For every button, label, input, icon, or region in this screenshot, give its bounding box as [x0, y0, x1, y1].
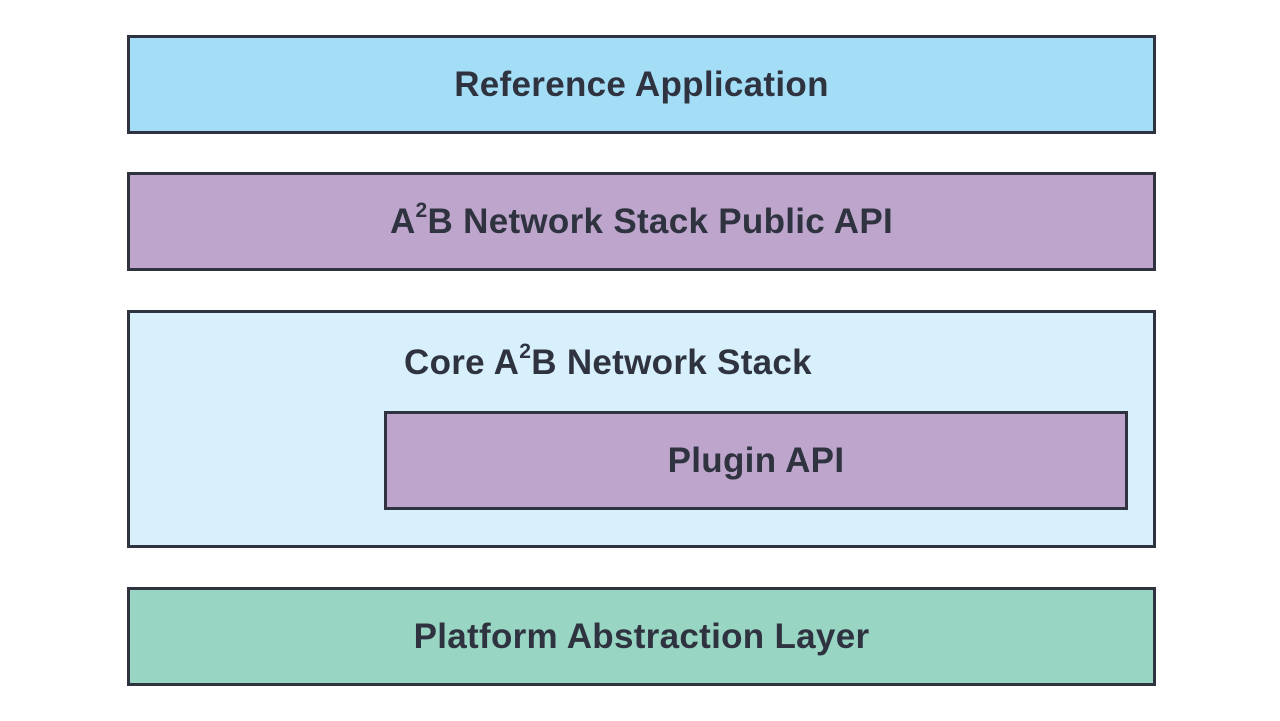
- reference-application-layer: Reference Application: [127, 35, 1156, 134]
- platform-abstraction-label: Platform Abstraction Layer: [413, 616, 870, 656]
- public-api-label: A2B Network Stack Public API: [389, 198, 894, 241]
- core-network-stack-label: Core A2B Network Stack: [404, 340, 812, 382]
- public-api-layer: A2B Network Stack Public API: [127, 172, 1156, 271]
- core-network-stack-layer: Core A2B Network Stack Plugin API: [127, 310, 1156, 548]
- plugin-api-label: Plugin API: [667, 440, 845, 480]
- platform-abstraction-layer: Platform Abstraction Layer: [127, 587, 1156, 686]
- plugin-api-layer: Plugin API: [384, 411, 1128, 510]
- reference-application-label: Reference Application: [454, 64, 829, 104]
